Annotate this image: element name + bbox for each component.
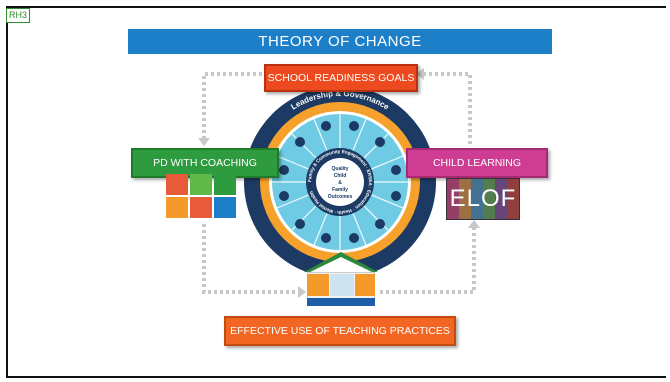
arrowhead-pd [198,138,210,146]
wheel-center [316,158,364,206]
elof-label: ELOF [449,185,517,212]
title-banner: THEORY OF CHANGE [128,29,552,54]
pd-with-coaching-box: PD WITH COACHING [131,148,279,178]
svg-text:Outcomes: Outcomes [328,194,353,200]
arrow-cl-to-srg [422,72,472,144]
arrowhead-elof [468,220,480,228]
svg-text:Family: Family [332,187,348,193]
corner-tag: RH3 [6,8,31,23]
elof-image: ELOF [446,178,520,220]
school-readiness-goals-box: SCHOOL READINESS GOALS [264,64,418,92]
center-label: Quality Child & Family Outcomes [328,166,353,200]
wheel: Leadership & Governance Family & Communi… [244,86,436,278]
svg-text:Child: Child [334,173,347,179]
house-icon [304,252,378,314]
elof-bars [447,179,519,219]
arrowhead-house [298,286,306,298]
wheel-icons [279,121,401,243]
arrow-etp-to-cl [380,226,476,294]
arrow-pd-to-etp [202,224,300,294]
arrowhead-srg [416,68,424,80]
effective-teaching-practices-box: EFFECTIVE USE OF TEACHING PRACTICES [224,316,456,346]
child-learning-box: CHILD LEARNING [406,148,548,178]
slide-frame [6,6,666,378]
puzzle-icon [166,174,238,220]
arrow-srg-to-pd [202,72,262,140]
svg-text:&: & [338,180,342,186]
svg-text:Quality: Quality [332,166,349,172]
